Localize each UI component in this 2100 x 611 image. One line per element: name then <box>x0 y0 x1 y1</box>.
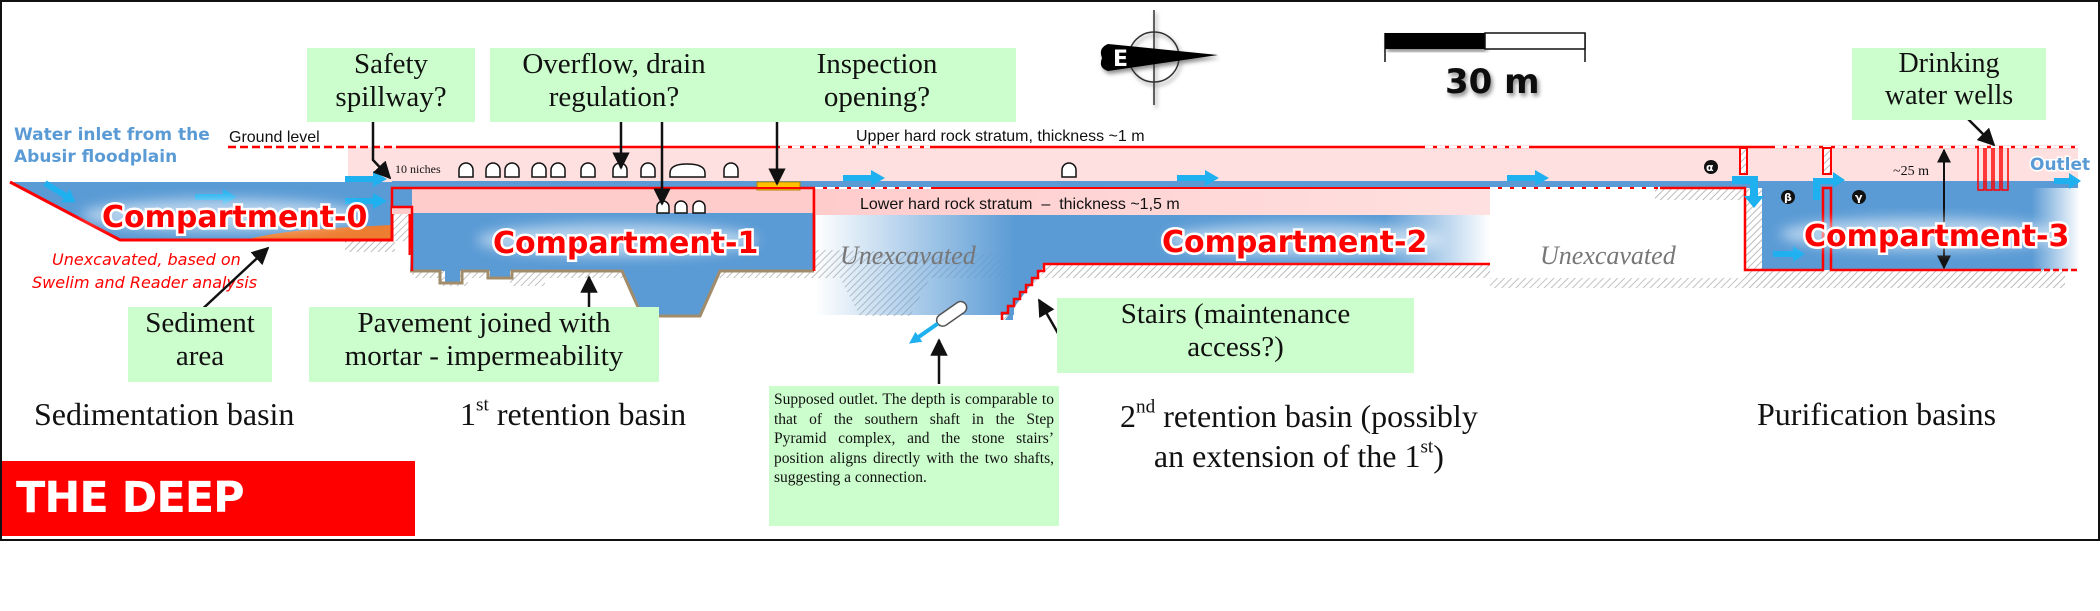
basin-marker-gamma: γ <box>1852 190 1866 204</box>
basin-marker-alpha: α <box>1704 160 1718 174</box>
first-retention-num: 1 <box>460 396 476 432</box>
callout-pavement-line2: mortar - impermeability <box>344 340 624 373</box>
unexcavated-note-2: Swelim and Reader analysis <box>32 273 257 292</box>
pavement-line <box>410 269 814 318</box>
callout-stairs-line2: access?) <box>1187 331 1284 364</box>
callout-overflow: Overflow, drain regulation? <box>490 48 738 122</box>
niches-lower <box>656 200 706 214</box>
callout-inspection-line1: Inspection <box>816 48 938 80</box>
callout-sediment-area-line1: Sediment <box>145 307 255 339</box>
callout-stairs-line1: Stairs (maintenance <box>1120 298 1351 330</box>
compartment-2-label: Compartment-2 <box>1162 225 1427 260</box>
niches-upper <box>458 162 1077 178</box>
callout-drinking-wells-line1: Drinking <box>1898 48 2000 79</box>
lower-stratum-label: Lower hard rock stratum – thickness ~1,5… <box>860 196 1180 213</box>
niches-label: 10 niches <box>395 162 441 176</box>
first-retention-rest: retention basin <box>488 396 687 432</box>
compartment-1-label: Compartment-1 <box>493 226 758 261</box>
second-retention-line2-end: ) <box>1433 438 1444 474</box>
hatch-c3-floor <box>1745 270 2065 288</box>
divider-alpha-beta <box>1739 147 1748 175</box>
basin-label-second-retention: 2nd retention basin (possibly an extensi… <box>1120 396 1478 476</box>
compass-east-icon <box>1100 10 1218 105</box>
callout-safety-spillway-line1: Safety <box>353 48 429 80</box>
callout-drinking-wells-line2: water wells <box>1884 80 2014 112</box>
basin-label-first-retention: 1st retention basin <box>460 396 686 433</box>
water-inlet-label-2: Abusir floodplain <box>14 147 177 167</box>
scale-bar-label: 30 m <box>1445 62 1540 102</box>
glow-c2 <box>1165 224 1445 256</box>
diagram-frame <box>0 0 2100 541</box>
glow-c3 <box>1780 218 2060 250</box>
callout-pavement: Pavement joined with mortar - impermeabi… <box>309 307 659 382</box>
callout-overflow-line2: regulation? <box>548 81 680 114</box>
hatch-c2-floor <box>1045 264 1490 276</box>
callout-drinking-wells: Drinking water wells <box>1852 48 2046 120</box>
callout-inspection-line2: opening? <box>823 81 931 114</box>
hatch-unexc-right <box>1655 188 1755 200</box>
hatch-c3-side <box>1745 188 1767 278</box>
compartment-1-left-fill <box>392 188 412 206</box>
alpha-label: α <box>1706 161 1714 174</box>
callout-pavement-line1: Pavement joined with <box>357 307 611 339</box>
callout-arrows <box>195 117 1996 384</box>
first-retention-sup: st <box>476 394 489 416</box>
second-retention-line1: 2nd retention basin (possibly <box>1120 396 1478 436</box>
outlet-label: Outlet <box>2030 155 2090 175</box>
second-retention-rest: retention basin (possibly <box>1155 398 1478 434</box>
second-retention-line2-text: an extension of the 1 <box>1153 438 1421 474</box>
upper-stratum-label: Upper hard rock stratum, thickness ~1 m <box>856 128 1145 145</box>
second-retention-num: 2 <box>1120 398 1136 434</box>
deep-trench-cross-section: E 30 m Compartment-0 Compartment-1 Compa… <box>9 10 2092 384</box>
glow-c1 <box>477 224 757 256</box>
basin-label-sedimentation: Sedimentation basin <box>34 396 295 432</box>
compartment-2-lower-stratum <box>814 189 1490 215</box>
unexcavated-note-1: Unexcavated, based on <box>52 250 241 269</box>
water-channel <box>392 181 2078 188</box>
compartment-3-label: Compartment-3 <box>1804 219 2069 254</box>
unexcavated-label-left: Unexcavated <box>840 241 977 270</box>
beta-label: β <box>1784 191 1792 204</box>
ground-level-label: Ground level <box>229 129 320 146</box>
sediment-layer <box>245 225 392 240</box>
callout-sediment-area-line2: area <box>175 340 225 373</box>
water-inlet-label-1: Water inlet from the <box>14 125 210 145</box>
callout-safety-spillway-line2: spillway? <box>335 81 447 114</box>
bedrock-hatch <box>348 184 2060 320</box>
supposed-outlet-pipe <box>909 300 968 344</box>
callout-inspection: Inspection opening? <box>738 48 1016 122</box>
compartment-2-fade-left <box>814 215 1014 315</box>
compass-letter: E <box>1113 47 1128 72</box>
divider-beta-gamma <box>1822 147 1832 175</box>
basin-label-purification: Purification basins <box>1757 396 1997 432</box>
drinking-wells <box>1977 148 2009 191</box>
stairs-wall <box>1000 262 1490 320</box>
second-retention-line2: an extension of the 1st) <box>1120 436 1478 476</box>
scale-bar <box>1384 32 1586 62</box>
basin-marker-beta: β <box>1781 190 1795 204</box>
callout-safety-spillway: Safety spillway? <box>307 48 475 122</box>
depth-label: ~25 m <box>1893 164 1929 179</box>
callout-overflow-line1: Overflow, drain <box>522 48 706 80</box>
compartment-0-wall <box>9 180 412 255</box>
glow-c0 <box>82 199 362 231</box>
title-banner: THE DEEP TRENCH <box>2 461 415 598</box>
second-retention-sup: nd <box>1136 396 1156 418</box>
second-retention-line2-sup: st <box>1420 436 1434 458</box>
callout-stairs: Stairs (maintenance access?) <box>1057 298 1414 373</box>
compartment-1-lower-stratum-b <box>412 188 814 214</box>
gamma-label: γ <box>1855 191 1863 204</box>
unexcavated-label-right: Unexcavated <box>1540 241 1677 270</box>
callout-sediment-area: Sediment area <box>128 307 272 382</box>
compartment-0-label: Compartment-0 <box>102 200 367 235</box>
hatch-c0 <box>345 240 395 252</box>
callout-supposed-outlet: Supposed outlet. The depth is comparable… <box>769 386 1059 526</box>
